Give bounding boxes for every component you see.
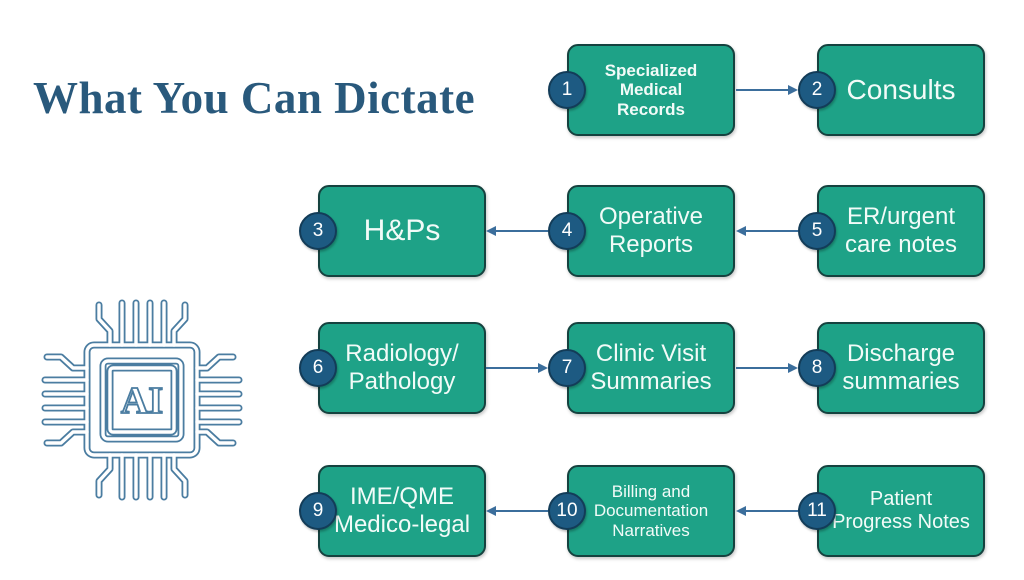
flow-box-label: Billing and Documentation Narratives: [593, 481, 709, 540]
flow-box-clinic-visit-summaries: 7 Clinic Visit Summaries: [548, 322, 735, 414]
flow-box-label: Clinic Visit Summaries: [590, 340, 712, 395]
step-number-badge: 8: [798, 349, 836, 387]
flow-box-discharge-summaries: 8 Discharge summaries: [798, 322, 985, 414]
flow-box-billing-documentation-narratives: 10 Billing and Documentation Narratives: [548, 465, 735, 557]
step-number-badge: 2: [798, 71, 836, 109]
flow-box-hps: 3 H&Ps: [299, 185, 486, 277]
flow-box-label: H&Ps: [363, 213, 441, 247]
step-number-badge: 10: [548, 492, 586, 530]
step-number-badge: 1: [548, 71, 586, 109]
arrow-1-to-2: [736, 83, 798, 97]
arrow-6-to-7: [486, 361, 548, 375]
step-number-badge: 4: [548, 212, 586, 250]
arrow-7-to-8: [736, 361, 798, 375]
arrow-5-to-4: [736, 224, 798, 238]
flow-box-label: Specialized Medical Records: [604, 60, 698, 119]
flow-box-er-urgent-care-notes: 5 ER/urgent care notes: [798, 185, 985, 277]
step-number-badge: 9: [299, 492, 337, 530]
flow-box-patient-progress-notes: 11 Patient Progress Notes: [798, 465, 985, 557]
arrow-10-to-9: [486, 504, 548, 518]
flow-box-ime-qme-medico-legal: 9 IME/QME Medico-legal: [299, 465, 486, 557]
step-number-badge: 11: [798, 492, 836, 530]
arrow-4-to-3: [486, 224, 548, 238]
flow-box-consults: 2 Consults: [798, 44, 985, 136]
flow-box-label: Patient Progress Notes: [832, 488, 970, 533]
flow-box-label: IME/QME Medico-legal: [333, 483, 471, 538]
flow-box-label: ER/urgent care notes: [844, 203, 958, 258]
arrow-11-to-10: [736, 504, 798, 518]
step-number-badge: 3: [299, 212, 337, 250]
flow-box-label: Radiology/ Pathology: [345, 340, 459, 395]
flow-box-label: Consults: [846, 73, 956, 105]
ai-chip-icon: AI: [25, 283, 255, 519]
step-number-badge: 5: [798, 212, 836, 250]
flow-box-operative-reports: 4 Operative Reports: [548, 185, 735, 277]
step-number-badge: 7: [548, 349, 586, 387]
flow-box-radiology-pathology: 6 Radiology/ Pathology: [299, 322, 486, 414]
step-number-badge: 6: [299, 349, 337, 387]
page-title: What You Can Dictate: [33, 73, 476, 123]
ai-chip-label: AI: [121, 380, 163, 422]
flow-box-label: Discharge summaries: [842, 340, 960, 395]
flow-box-label: Operative Reports: [598, 203, 704, 258]
flow-box-specialized-medical-records: 1 Specialized Medical Records: [548, 44, 735, 136]
